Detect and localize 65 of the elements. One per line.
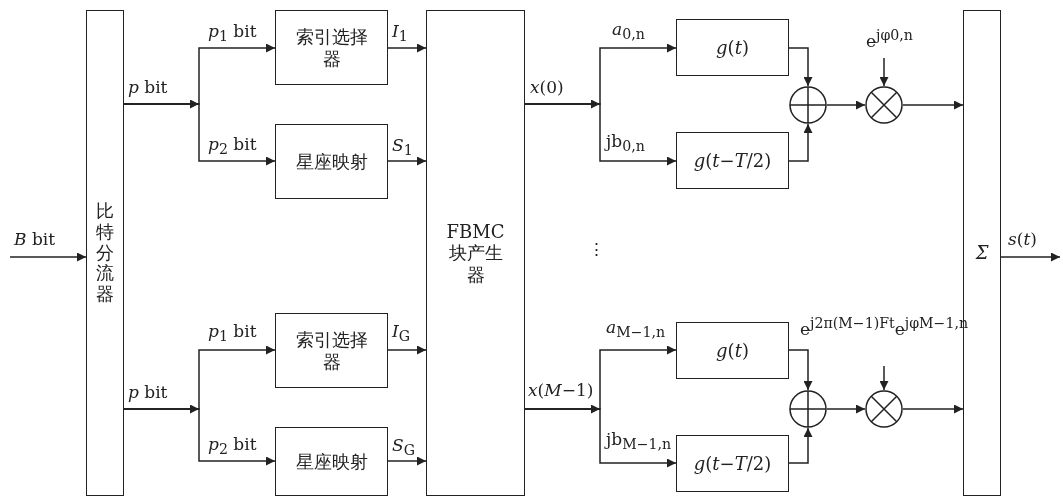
edge-label: p$_{2}$ bit: [208, 435, 257, 458]
index-selector-box: [275, 313, 388, 388]
block-label: g(t): [716, 339, 749, 361]
arrow: [387, 345, 427, 355]
edge-label: p$_{2}$ bit: [208, 135, 257, 158]
arrow: [902, 404, 964, 414]
block-label: Σ: [975, 242, 989, 264]
edge-label: B bit: [14, 230, 56, 249]
arrow: [879, 57, 889, 87]
edge-label: jb$_{M−1,n}$: [606, 430, 672, 453]
adder-symbol: [789, 86, 827, 124]
block-generator-box: [426, 10, 525, 496]
arrow: [1000, 252, 1061, 262]
mapper-box: [275, 427, 388, 496]
arrow: [524, 408, 677, 468]
arrow: [788, 47, 813, 87]
filter-box: [676, 132, 789, 189]
multiplier-symbol: [865, 390, 903, 428]
mapper-box: [275, 124, 388, 199]
filter-box: [676, 19, 789, 76]
edge-label: I$_{1}$: [392, 22, 408, 45]
block-label: g(t): [716, 36, 749, 58]
signal-label: x(M−1): [528, 381, 594, 400]
arrow: [123, 103, 276, 166]
filter-box: [676, 322, 789, 379]
index-selector-box: [275, 10, 388, 85]
arrow: [387, 456, 427, 466]
edge-label: p$_{1}$ bit: [208, 322, 257, 345]
filter-box: [676, 435, 789, 492]
block-label: 索引选择器: [294, 328, 369, 373]
arrow: [788, 349, 813, 391]
edge-label: s(t): [1008, 230, 1037, 249]
edge-label: p$_{1}$ bit: [208, 22, 257, 45]
arrow: [826, 100, 866, 110]
block-label: 索引选择器: [294, 25, 369, 70]
block-label: 星座映射: [295, 150, 368, 172]
arrow: [387, 156, 427, 166]
adder-symbol: [789, 390, 827, 428]
block-label: 星座映射: [295, 450, 368, 472]
edge-label: a$_{0,n}$: [612, 20, 645, 43]
signal-label: x(0): [530, 78, 564, 97]
signal-label: p bit: [128, 383, 168, 402]
arrow: [524, 103, 677, 166]
multiplier-symbol: [865, 86, 903, 124]
arrow: [387, 43, 427, 53]
signal-label: ⋮: [588, 240, 605, 259]
block-label: 比特分流器: [95, 201, 115, 305]
arrow: [902, 100, 964, 110]
edge-label: S$_{G}$: [392, 436, 415, 459]
arrow: [826, 404, 866, 414]
signal-label: p bit: [128, 78, 168, 97]
arrow: [788, 427, 813, 464]
edge-label: jb$_{0,n}$: [606, 132, 645, 155]
arrow: [788, 123, 813, 162]
arrow: [9, 252, 87, 262]
splitter-box: [86, 10, 124, 496]
arrow: [123, 408, 276, 466]
edge-label: S$_{1}$: [392, 136, 413, 159]
edge-label: I$_{G}$: [392, 322, 411, 345]
block-label: g(t−T/2): [693, 452, 772, 474]
edge-label: e$^{jφ0,n}$: [866, 28, 913, 51]
block-label: g(t−T/2): [693, 149, 772, 171]
arrow: [879, 365, 889, 391]
block-label: FBMC块产生器: [445, 220, 506, 286]
edge-label: a$_{M−1,n}$: [606, 318, 666, 341]
